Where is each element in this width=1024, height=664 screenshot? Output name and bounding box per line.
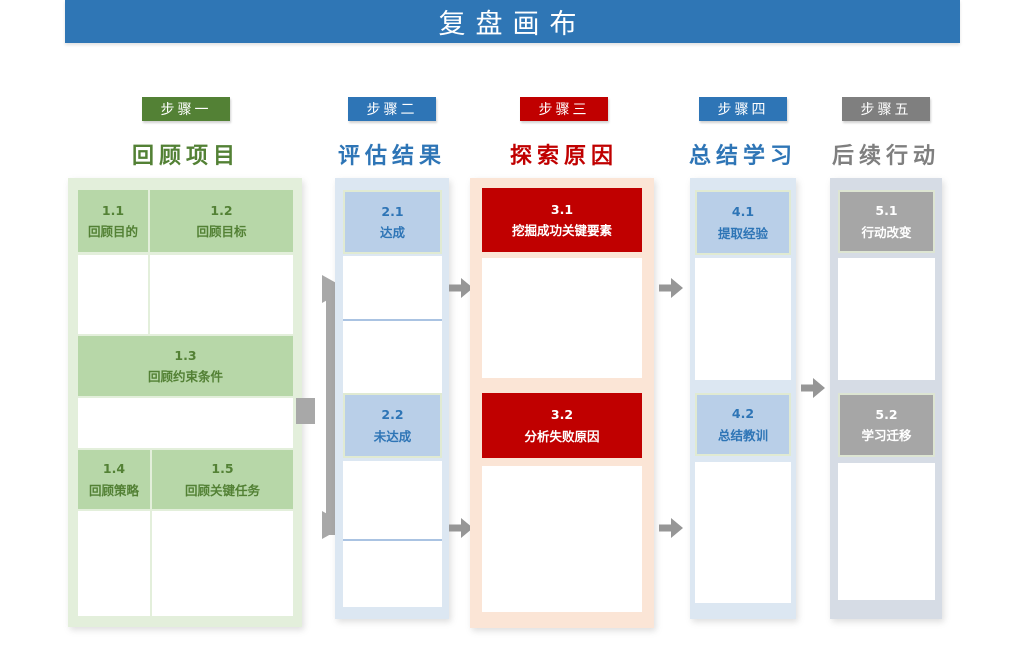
cell-label: 回顾策略 — [88, 482, 139, 498]
cell-divider — [343, 319, 442, 321]
cell-number: 3.1 — [550, 201, 574, 217]
flow-arrow-icon — [449, 518, 473, 538]
cell-number: 4.2 — [731, 406, 755, 422]
cell-number: 2.2 — [381, 407, 404, 423]
cell-divider — [343, 539, 442, 541]
cell-number: 1.5 — [211, 461, 234, 477]
cell-1-3-review-constraints: 1.3 回顾约束条件 — [78, 336, 293, 396]
cell-number: 3.2 — [550, 407, 574, 423]
cell-number: 1.1 — [101, 202, 125, 218]
cell-4-1-extract-experience: 4.1 提取经验 — [695, 190, 791, 255]
empty-note-cell — [482, 466, 642, 612]
flow-arrow-icon — [449, 278, 473, 298]
cell-label: 总结教训 — [717, 427, 768, 443]
flow-arrow-icon — [801, 378, 825, 398]
cell-2-1-achieved: 2.1 达成 — [343, 190, 442, 254]
cell-number: 5.2 — [875, 406, 898, 422]
cell-number: 5.1 — [875, 203, 898, 219]
panel-step1-review-project: 1.1 回顾目的 1.2 回顾目标 1.3 回顾约束条件 1.4 回顾策略 1.… — [68, 178, 302, 627]
column-title-summarize-learning: 总结学习 — [688, 143, 797, 169]
panel-step5-follow-up-actions: 5.1 行动改变 5.2 学习迁移 — [830, 178, 942, 619]
cell-1-2-review-goals: 1.2 回顾目标 — [150, 190, 293, 252]
cell-label: 分析失败原因 — [524, 428, 600, 444]
cell-1-1-review-purpose: 1.1 回顾目的 — [78, 190, 148, 252]
cell-label: 挖掘成功关键要素 — [511, 223, 612, 238]
empty-note-cell — [838, 258, 935, 380]
cell-2-2-not-achieved: 2.2 未达成 — [343, 393, 442, 458]
cell-5-2-learning-transfer: 5.2 学习迁移 — [838, 393, 935, 457]
cell-1-5-review-key-tasks: 1.5 回顾关键任务 — [152, 450, 293, 509]
cell-number: 1.2 — [210, 202, 233, 218]
empty-note-cell — [152, 511, 293, 616]
empty-note-cell — [695, 258, 791, 380]
empty-note-cell — [78, 398, 293, 448]
step-badge-3: 步骤三 — [520, 97, 608, 121]
cell-label: 提取经验 — [717, 225, 768, 241]
empty-note-cell — [838, 463, 935, 600]
cell-label: 学习迁移 — [861, 428, 912, 443]
empty-note-cell — [695, 462, 791, 603]
flow-arrow-icon — [659, 278, 683, 298]
empty-note-cell — [343, 256, 442, 418]
cell-1-4-review-strategy: 1.4 回顾策略 — [78, 450, 150, 509]
column-title-review-project: 回顾项目 — [131, 143, 240, 169]
step-badge-5: 步骤五 — [842, 97, 930, 121]
column-title-explore-causes: 探索原因 — [509, 143, 618, 169]
header-bar: 复盘画布 — [65, 0, 960, 43]
cell-label: 回顾目标 — [196, 224, 247, 239]
panel-step3-explore-causes: 3.1 挖掘成功关键要素 3.2 分析失败原因 — [470, 178, 654, 628]
cell-label: 达成 — [379, 225, 405, 240]
step-badge-1: 步骤一 — [142, 97, 230, 121]
cell-label: 回顾约束条件 — [147, 369, 223, 384]
cell-number: 1.4 — [102, 461, 126, 477]
cell-number: 1.3 — [174, 347, 197, 363]
cell-number: 4.1 — [731, 204, 755, 220]
page-title: 复盘画布 — [438, 9, 587, 40]
cell-number: 2.1 — [381, 203, 404, 219]
cell-label: 回顾关键任务 — [184, 482, 260, 498]
empty-note-cell — [150, 255, 293, 334]
column-title-evaluate-results: 评估结果 — [337, 143, 446, 169]
panel-step2-evaluate-results: 2.1 达成 2.2 未达成 — [335, 178, 449, 619]
step-badge-2: 步骤二 — [348, 97, 436, 121]
cell-5-1-action-change: 5.1 行动改变 — [838, 190, 935, 253]
flow-arrow-icon — [659, 518, 683, 538]
panel-step4-summarize-learning: 4.1 提取经验 4.2 总结教训 — [690, 178, 796, 619]
cell-label: 行动改变 — [861, 224, 912, 240]
cell-3-2-failure-analysis: 3.2 分析失败原因 — [482, 393, 642, 458]
cell-4-2-summarize-lessons: 4.2 总结教训 — [695, 393, 791, 456]
empty-note-cell — [78, 255, 148, 334]
step-badge-4: 步骤四 — [699, 97, 787, 121]
cell-3-1-success-factors: 3.1 挖掘成功关键要素 — [482, 188, 642, 252]
empty-note-cell — [482, 258, 642, 378]
empty-note-cell — [343, 461, 442, 607]
column-title-follow-up-actions: 后续行动 — [831, 143, 940, 169]
cell-label: 未达成 — [373, 428, 412, 444]
empty-note-cell — [78, 511, 150, 616]
cell-label: 回顾目的 — [87, 224, 138, 239]
